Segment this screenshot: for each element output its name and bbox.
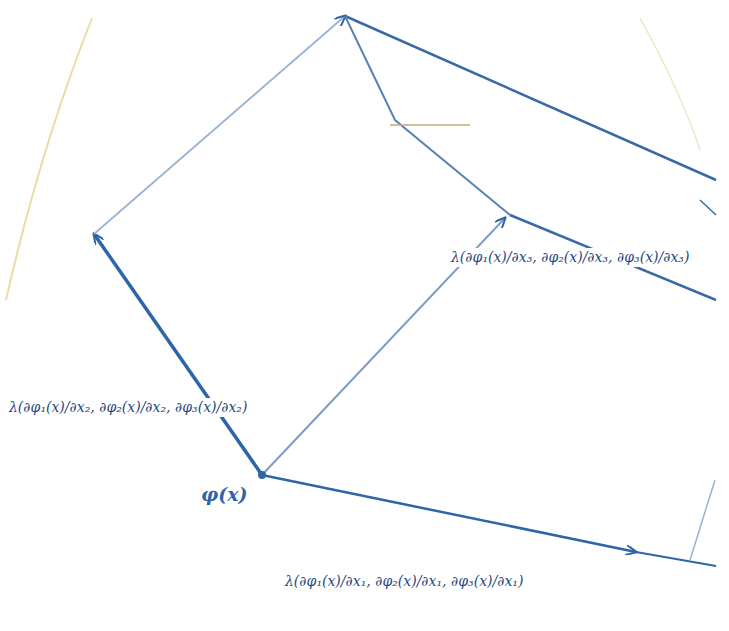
vector-label: λ(∂φ₁(x)/∂x₁, ∂φ₂(x)/∂x₁, ∂φ₃(x)/∂x₁)	[282, 572, 526, 591]
point-label: φ(x)	[198, 482, 251, 507]
vector-label: λ(∂φ₁(x)/∂x₂, ∂φ₂(x)/∂x₂, ∂φ₃(x)/∂x₂)	[6, 398, 250, 417]
vector-label: λ(∂φ₁(x)/∂x₃, ∂φ₂(x)/∂x₃, ∂φ₃(x)/∂x₃)	[448, 248, 692, 267]
